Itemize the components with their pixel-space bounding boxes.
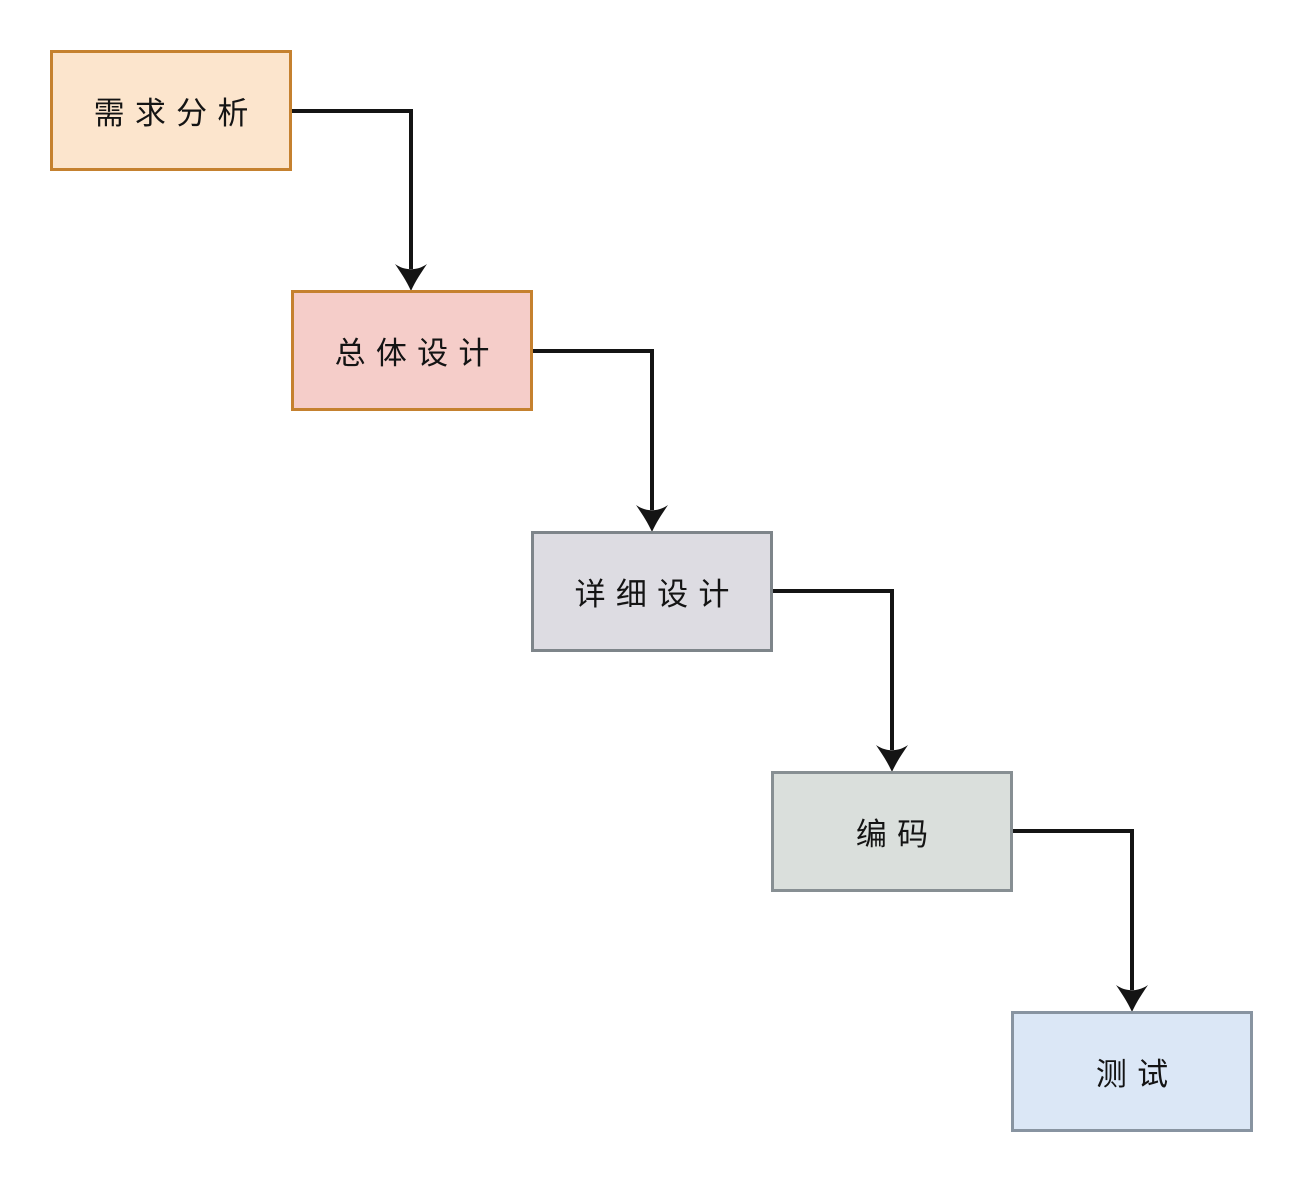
node-detailed-design: 详细设计 — [531, 531, 773, 652]
node-label: 测试 — [1095, 1057, 1179, 1092]
node-label: 详细设计 — [574, 577, 740, 612]
node-label: 总体设计 — [334, 336, 500, 371]
node-label: 需求分析 — [93, 96, 259, 131]
connector-arrow-4 — [1012, 829, 1148, 1012]
connector-arrow-2 — [532, 349, 668, 532]
node-requirements: 需求分析 — [50, 50, 292, 171]
node-testing: 测试 — [1011, 1011, 1253, 1132]
node-overall-design: 总体设计 — [291, 290, 533, 411]
connector-arrow-1 — [291, 109, 427, 291]
node-label: 编码 — [855, 817, 939, 852]
node-coding: 编码 — [771, 771, 1013, 892]
connector-arrow-3 — [772, 589, 908, 772]
